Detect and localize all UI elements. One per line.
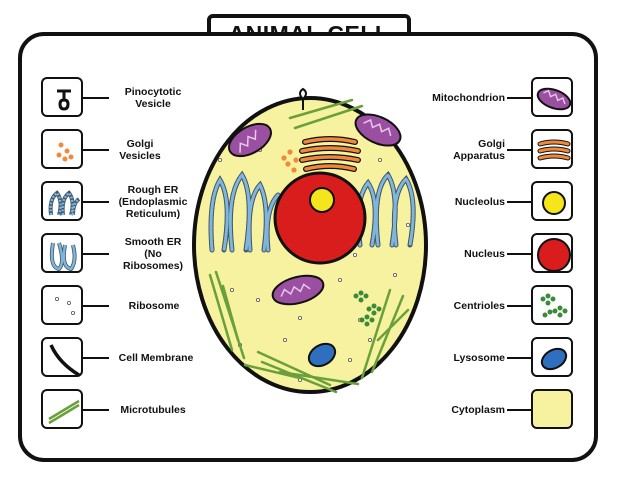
- leader-line: [507, 305, 531, 307]
- leader-line: [83, 97, 109, 99]
- leader-line: [83, 201, 109, 203]
- lysosome-in-cell: [307, 342, 337, 368]
- leader-line: [507, 97, 531, 99]
- label-nucleolus: Nucleolus: [454, 196, 505, 208]
- leader-line: [507, 357, 531, 359]
- pinocytotic-vesicle: [299, 87, 307, 101]
- nucleolus-icon: [531, 181, 573, 221]
- leader-line: [83, 357, 109, 359]
- mitochondrion-in-cell: [228, 113, 402, 306]
- microtubules-in-cell: [208, 98, 410, 394]
- leader-line: [507, 253, 531, 255]
- microtubules-icon: [41, 389, 83, 429]
- leader-line: [83, 149, 109, 151]
- label-centrioles: Centrioles: [453, 300, 505, 312]
- leader-line: [507, 201, 531, 203]
- label-nucleus: Nucleus: [464, 248, 505, 260]
- rough-er-icon: [41, 181, 83, 221]
- mitochondrion-icon: [531, 77, 573, 117]
- leader-line: [83, 253, 109, 255]
- nucleus-icon: [531, 233, 573, 273]
- nucleus-in-cell: [273, 171, 367, 265]
- label-mitochondrion: Mitochondrion: [432, 92, 505, 104]
- golgi-apparatus-icon: [531, 129, 573, 169]
- leader-line: [507, 149, 531, 151]
- label-ribosome: Ribosome: [128, 300, 180, 312]
- label-cell-membrane: Cell Membrane: [118, 352, 194, 364]
- cell-membrane-icon: [41, 337, 83, 377]
- golgi-vesicles-icon: [41, 129, 83, 169]
- golgi-vesicles-in-cell: [281, 149, 299, 173]
- leader-line: [83, 305, 109, 307]
- label-microtubules: Microtubules: [120, 404, 186, 416]
- centrioles-in-cell: [353, 290, 382, 327]
- leader-line: [83, 409, 109, 411]
- cytoplasm-icon: [531, 389, 573, 429]
- centrioles-icon: [531, 285, 573, 325]
- nucleolus-in-cell: [309, 187, 335, 213]
- leader-line: [507, 409, 531, 411]
- golgi-apparatus-in-cell: [299, 136, 361, 172]
- smooth-er-icon: [41, 233, 83, 273]
- ribosome-icon: [41, 285, 83, 325]
- lysosome-icon: [531, 337, 573, 377]
- pinocytotic-vesicle-icon: [41, 77, 83, 117]
- label-cytoplasm: Cytoplasm: [451, 404, 505, 416]
- label-lysosome: Lysosome: [453, 352, 505, 364]
